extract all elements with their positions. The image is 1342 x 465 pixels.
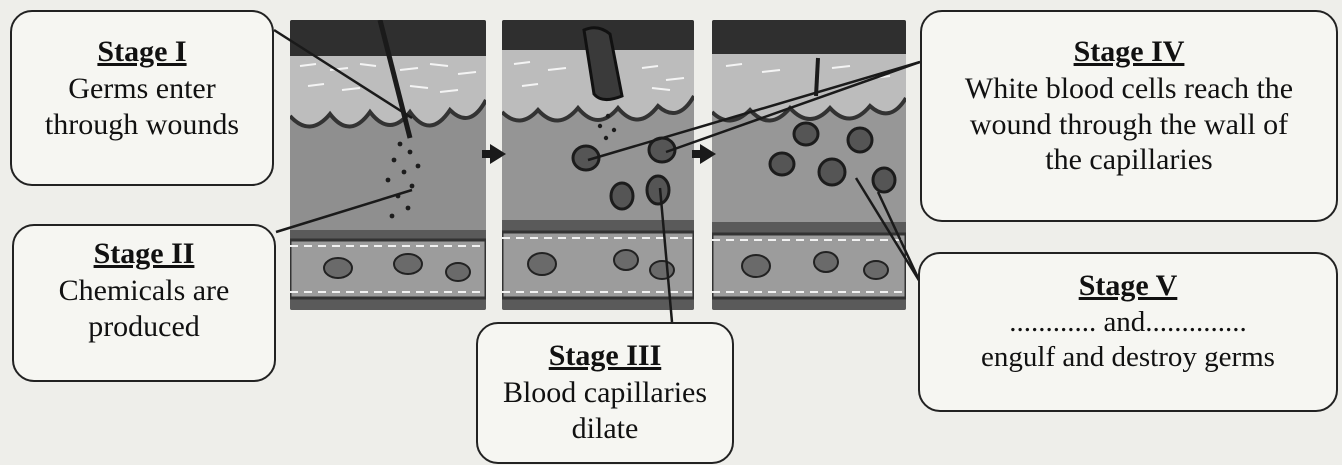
stage-4-line-2: wound through the wall of [922,107,1336,142]
stage-1-line-1: Germs enter [12,71,272,106]
panel-germs-enter [290,20,486,310]
stage-5-line-2: engulf and destroy germs [920,340,1336,374]
stage-4-line-1: White blood cells reach the [922,71,1336,106]
stage-2-line-2: produced [14,309,274,344]
stage-4-line-3: the capillaries [922,142,1336,177]
stage-2-box: Stage II Chemicals are produced [12,224,276,382]
stage-5-line-1: ............ and.............. [920,305,1336,339]
stage-3-box: Stage III Blood capillaries dilate [476,322,734,464]
stage-3-title: Stage III [478,338,732,373]
stage-5-box: Stage V ............ and.............. e… [918,252,1338,412]
panel-capillaries-dilate [502,20,694,310]
stage-1-title: Stage I [12,34,272,69]
stage-2-title: Stage II [14,236,274,271]
stage-2-line-1: Chemicals are [14,273,274,308]
stage-3-line-2: dilate [478,411,732,446]
stage-5-title: Stage V [920,268,1336,303]
stage-4-title: Stage IV [922,34,1336,69]
stage-4-box: Stage IV White blood cells reach the wou… [920,10,1338,222]
stage-3-line-1: Blood capillaries [478,375,732,410]
stage-1-box: Stage I Germs enter through wounds [10,10,274,186]
panel-engulf-germs [712,20,906,310]
stage-1-line-2: through wounds [12,107,272,142]
